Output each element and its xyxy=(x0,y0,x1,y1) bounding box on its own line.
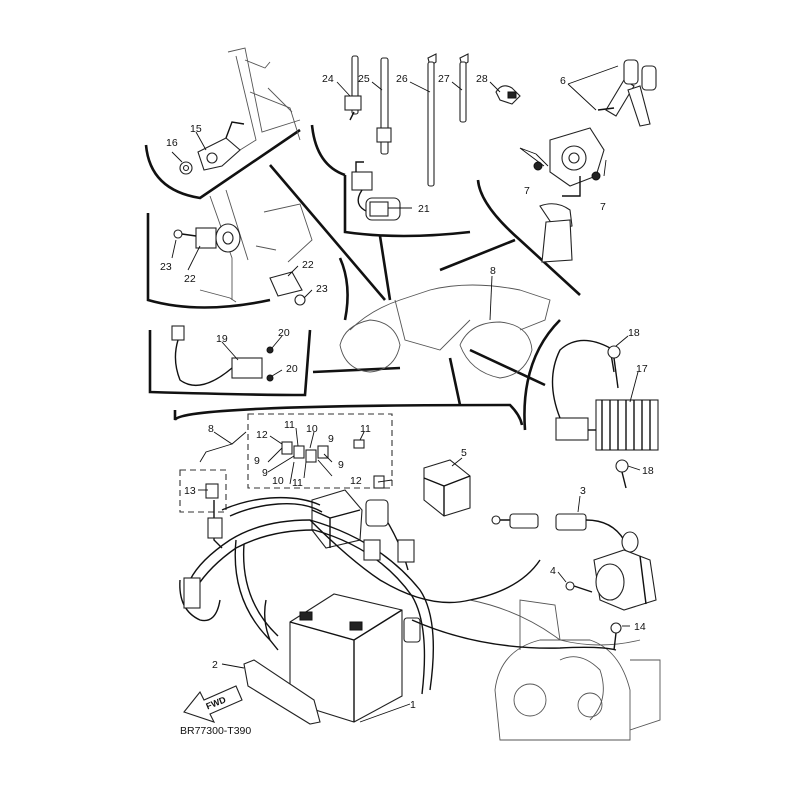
group-lines xyxy=(144,124,581,431)
starter-motor xyxy=(593,549,657,611)
callout-22-left: 22 xyxy=(184,273,196,285)
callout-4: 4 xyxy=(550,565,556,577)
callout-8-bottom: 8 xyxy=(208,423,214,435)
battery-band-2 xyxy=(243,659,321,725)
cable-tie-25 xyxy=(376,57,392,155)
callout-11-top: 11 xyxy=(284,419,295,431)
diagram-code: BR77300-T390 xyxy=(180,725,251,737)
bolt-23-upper xyxy=(173,229,197,239)
callout-14: 14 xyxy=(634,621,646,633)
callout-13: 13 xyxy=(184,485,196,497)
callout-15: 15 xyxy=(190,123,202,135)
cable-tie-27 xyxy=(459,53,469,123)
callout-17: 17 xyxy=(636,363,648,375)
fwd-arrow-icon: FWD xyxy=(183,685,243,723)
relay-13 xyxy=(205,483,219,499)
callout-1: 1 xyxy=(410,699,416,711)
bolt-4 xyxy=(565,581,593,593)
nut-23-lower xyxy=(294,294,306,306)
callout-23-left: 23 xyxy=(160,261,172,273)
nut-16 xyxy=(179,161,193,175)
callout-21: 21 xyxy=(418,203,430,215)
leader-lines xyxy=(171,65,641,723)
cable-tie-26 xyxy=(427,53,437,187)
callout-11-right: 11 xyxy=(360,423,371,435)
callout-18-bottom: 18 xyxy=(642,465,654,477)
bolt-18-lower xyxy=(615,459,629,489)
connector-21 xyxy=(351,161,401,221)
callout-3: 3 xyxy=(580,485,586,497)
callout-19: 19 xyxy=(216,333,228,345)
callout-10-top: 10 xyxy=(306,423,318,435)
bolt-18-upper xyxy=(607,345,621,389)
callout-12-right: 12 xyxy=(350,475,362,487)
callout-10-bottom: 10 xyxy=(272,475,284,487)
sensor-19 xyxy=(171,325,274,387)
callout-9-b: 9 xyxy=(262,467,268,479)
clamp-22-lower xyxy=(269,271,303,297)
callout-11-bottom: 11 xyxy=(292,477,303,489)
callout-9-c: 9 xyxy=(328,433,334,445)
fuses-9-10-11 xyxy=(281,439,365,463)
callout-7-right: 7 xyxy=(600,201,606,213)
callout-26: 26 xyxy=(396,73,408,85)
callout-labels: 1 2 3 4 5 6 7 7 8 8 9 9 9 9 10 10 11 11 … xyxy=(160,73,654,711)
callout-9-a: 9 xyxy=(254,455,260,467)
relay-5 xyxy=(423,459,471,517)
clamp-28 xyxy=(495,85,521,105)
callout-5: 5 xyxy=(461,447,467,459)
bolt-14 xyxy=(411,619,622,651)
bracket-15 xyxy=(197,121,245,171)
cable-tie-24 xyxy=(344,55,362,121)
callout-23-right: 23 xyxy=(316,283,328,295)
callout-6: 6 xyxy=(560,75,566,87)
clamp-22-upper xyxy=(195,223,241,253)
callout-7-left: 7 xyxy=(524,185,530,197)
wire-harness-8 xyxy=(179,496,541,695)
callout-2: 2 xyxy=(212,659,218,671)
callout-18-top: 18 xyxy=(628,327,640,339)
callout-20-bottom: 20 xyxy=(286,363,298,375)
callout-20-top: 20 xyxy=(278,327,290,339)
fuse-box xyxy=(311,489,363,549)
callout-27: 27 xyxy=(438,73,450,85)
callout-9-d: 9 xyxy=(338,459,344,471)
fuse-group-outline xyxy=(179,413,393,513)
callout-16: 16 xyxy=(166,137,178,149)
callout-24: 24 xyxy=(322,73,334,85)
callout-8-top: 8 xyxy=(490,265,496,277)
callout-12-left: 12 xyxy=(256,429,268,441)
rectifier-regulator-17 xyxy=(551,339,659,451)
callout-22-right: 22 xyxy=(302,259,314,271)
callout-28: 28 xyxy=(476,73,488,85)
main-switch-6 xyxy=(533,59,657,263)
callout-25: 25 xyxy=(358,73,370,85)
starter-cable-3 xyxy=(491,513,639,553)
